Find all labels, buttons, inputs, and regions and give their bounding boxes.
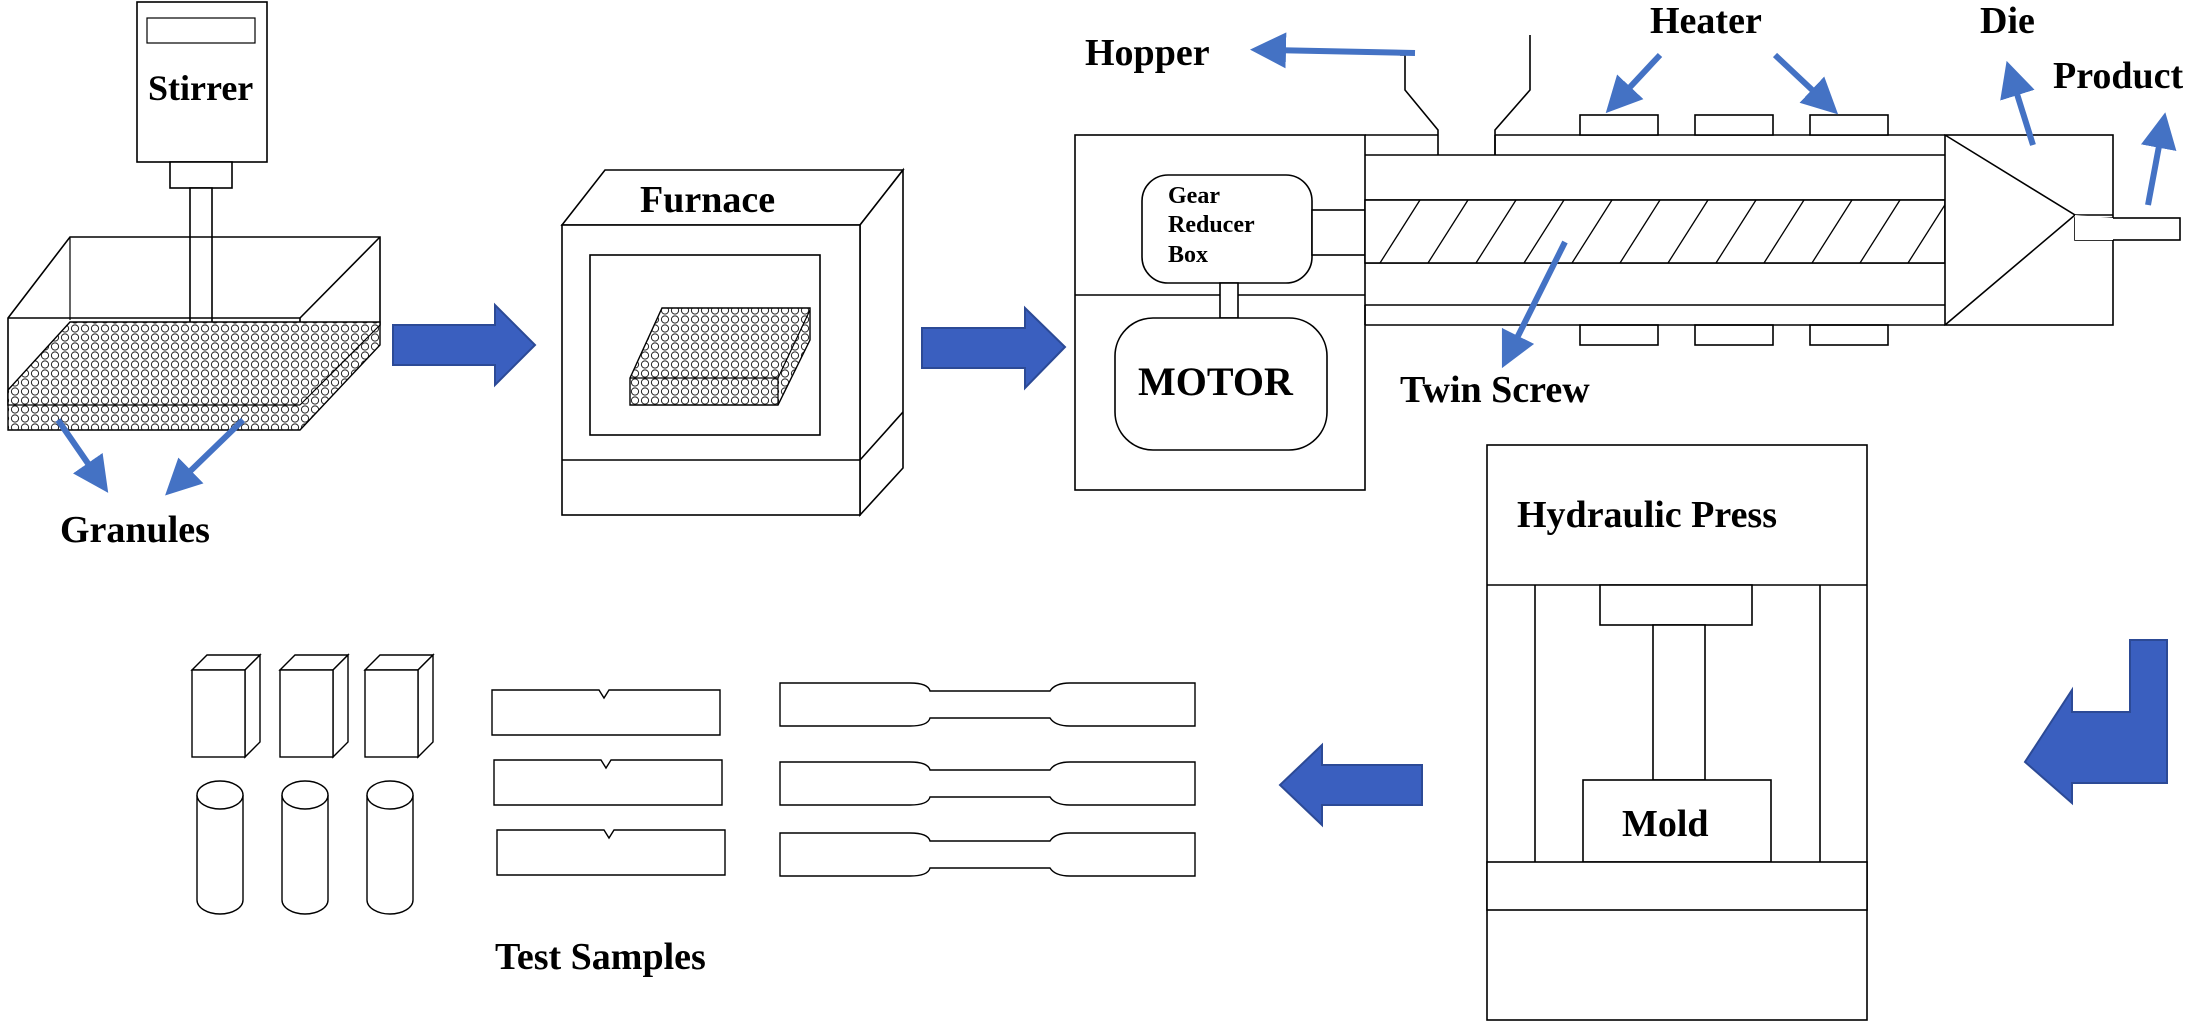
flow-arrow-2: [921, 305, 1067, 391]
cube-sample: [364, 669, 419, 758]
heater-bottom-1: [1579, 324, 1659, 346]
screw-thread-line: [1523, 199, 1565, 264]
furnace: Furnace: [560, 167, 905, 518]
gear-coupling: [1311, 209, 1366, 256]
screw-threads: [1379, 199, 1949, 264]
hopper-label: Hopper: [1085, 32, 1210, 74]
press-bed: [1486, 861, 1868, 911]
mold-label: Mold: [1622, 803, 1709, 845]
screw-thread-line: [1763, 199, 1805, 264]
cube-side: [332, 653, 349, 759]
screw-thread-line: [1907, 199, 1949, 264]
dogbone-sample: [779, 682, 1196, 727]
twin-screw-pointer-arrow: [1501, 240, 1568, 369]
motor-box: [1114, 317, 1328, 451]
twin-screw-label: Twin Screw: [1400, 369, 1590, 411]
notched-bar-sample: [491, 689, 721, 736]
screw-thread-line: [1667, 199, 1709, 264]
screw-thread-line: [1715, 199, 1757, 264]
cylinder-top: [281, 780, 329, 810]
stirrer-label: Stirrer: [148, 68, 253, 108]
hopper-left: [1400, 54, 1439, 155]
granules-pointer-arrow-1: [55, 418, 109, 493]
notched-bar-sample: [496, 829, 726, 876]
stirrer-coupling: [169, 161, 233, 189]
flow-arrow-3: [1278, 742, 1423, 828]
dogbone-samples: [779, 682, 1196, 877]
stirrer-display: [146, 17, 256, 44]
stirrer-tank: Stirrer Granules: [7, 1, 381, 551]
test-samples-label: Test Samples: [495, 936, 706, 978]
extruder: Gear Reducer Box MOTOR H: [1074, 0, 2184, 491]
granules-bed: [7, 321, 381, 431]
cylinder-top: [196, 780, 244, 810]
gear-label-2: Reducer: [1168, 212, 1255, 238]
notched-bar-sample: [493, 759, 723, 806]
callout-arrows: [55, 32, 2177, 496]
die-label: Die: [1980, 0, 2035, 42]
cylinder-top: [366, 780, 414, 810]
press-ram-plate: [1599, 584, 1753, 626]
twin-screw: [1364, 199, 1946, 264]
hopper-right: [1494, 35, 1531, 155]
cube-sample: [279, 669, 334, 758]
heater-bottom-3: [1809, 324, 1889, 346]
furnace-label: Furnace: [640, 179, 775, 221]
die-pointer-arrow: [2000, 60, 2036, 146]
cylinder-sample: [281, 795, 329, 915]
cube-samples: [190, 653, 435, 759]
granules-label: Granules: [60, 509, 210, 551]
hopper-pointer-arrow: [1250, 32, 1416, 69]
gear-shaft: [1219, 282, 1239, 319]
dogbone-sample: [779, 832, 1196, 877]
cylinder-sample: [196, 795, 244, 915]
gear-label-1: Gear: [1168, 183, 1220, 209]
hydraulic-press: Hydraulic Press Mold: [1486, 444, 1868, 1021]
heater-label: Heater: [1650, 0, 1762, 42]
furnace-sample: [629, 307, 811, 406]
heater-bottom-2: [1694, 324, 1774, 346]
press-label: Hydraulic Press: [1517, 494, 1777, 536]
product-label: Product: [2053, 55, 2184, 97]
screw-thread-line: [1859, 199, 1901, 264]
heater-top-3: [1809, 114, 1889, 136]
notched-bar-samples: [491, 689, 726, 876]
screw-thread-line: [1811, 199, 1853, 264]
heater-top-2: [1694, 114, 1774, 136]
screw-thread-line: [1379, 199, 1421, 264]
screw-thread-line: [1475, 199, 1517, 264]
stirrer-body: [136, 1, 268, 163]
cube-sample: [191, 669, 246, 758]
flow-arrow-1: [392, 302, 537, 388]
cylinder-samples: [196, 780, 414, 915]
motor-label: MOTOR: [1138, 359, 1294, 404]
cube-side: [244, 653, 261, 759]
screw-thread-line: [1571, 199, 1613, 264]
screw-thread-line: [1619, 199, 1661, 264]
mold-box: [1582, 779, 1772, 863]
screw-thread-line: [1427, 199, 1469, 264]
granules-pointer-arrow-2: [165, 417, 246, 496]
product-pointer-arrow: [2141, 112, 2177, 206]
heater-pointer-arrow-2: [1772, 52, 1839, 115]
cube-side: [417, 653, 434, 759]
press-ram: [1652, 624, 1706, 781]
cylinder-sample: [366, 795, 414, 915]
heater-top-1: [1579, 114, 1659, 136]
flow-arrow-elbow: [2023, 639, 2168, 806]
gear-label-3: Box: [1168, 242, 1208, 268]
dogbone-sample: [779, 761, 1196, 806]
test-samples: Test Samples: [190, 653, 1196, 978]
heater-pointer-arrow-1: [1605, 52, 1663, 114]
